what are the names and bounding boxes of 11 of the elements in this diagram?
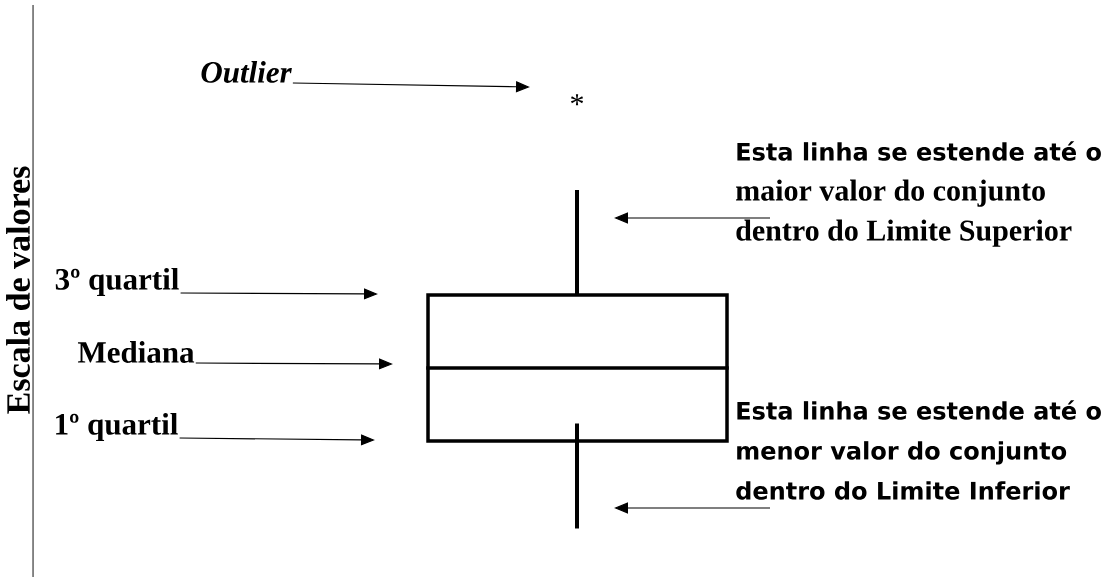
quartile-label: 3º quartil (55, 267, 179, 297)
outlier-label: Outlier (201, 61, 292, 83)
annotation-text: Esta linha se estende até o menor valor do conjunto dentro do Limite Inferior (736, 400, 1101, 500)
outlier-point: * (570, 94, 584, 106)
annotation-text: Esta linha se estende até o maior valor do conjunto dentro do Limite Superior (736, 141, 1101, 247)
box (426, 293, 729, 443)
axis-label: Escala de valores (6, 166, 30, 414)
lower-whisker (575, 423, 579, 529)
upper-whisker (575, 190, 579, 295)
quartile-label: 1º quartil (56, 412, 178, 442)
median-label: Mediana (78, 341, 195, 363)
